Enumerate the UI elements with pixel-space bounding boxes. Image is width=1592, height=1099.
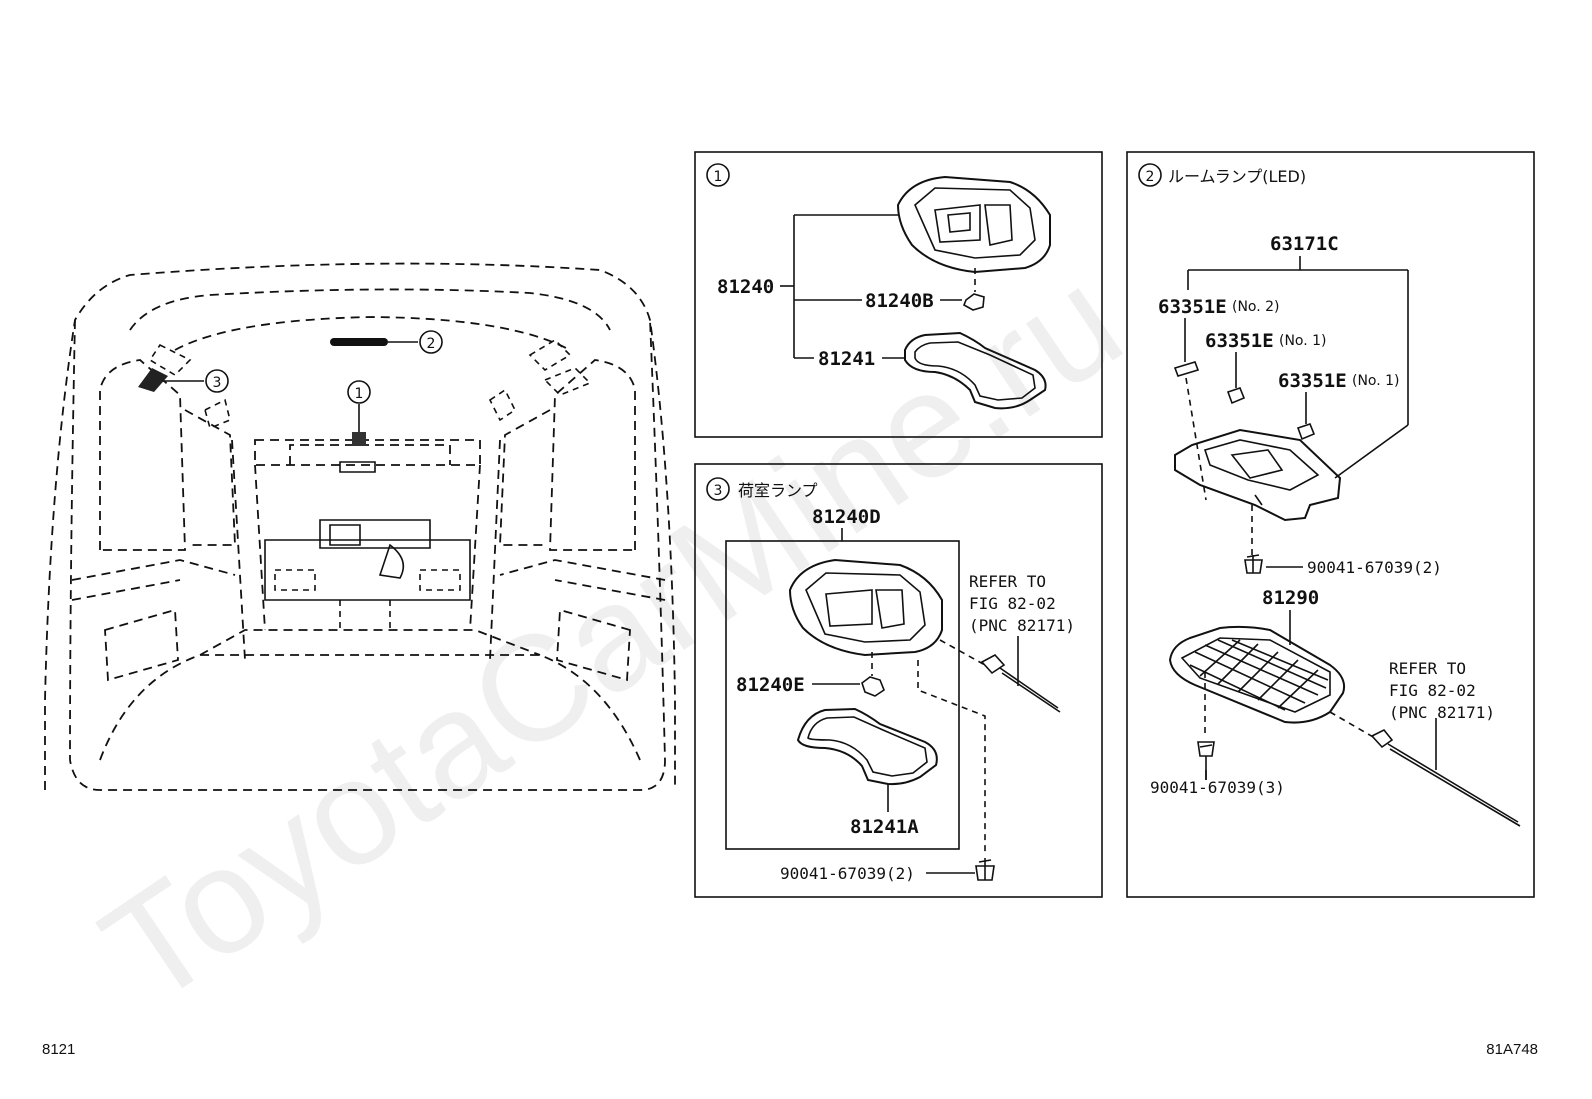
part-63351E-no1a-note: (No. 1) bbox=[1279, 333, 1327, 349]
part-90041-67039-3: 90041-67039(3) bbox=[1150, 778, 1285, 797]
panel-2: 2 ルームランプ(LED) 63171C 63351E (No. 2) 6335… bbox=[1126, 151, 1535, 898]
lens-81241 bbox=[904, 331, 1047, 410]
pad-63351E-no1a bbox=[1226, 387, 1246, 405]
callout-2-circle bbox=[419, 330, 443, 354]
lens-81241A bbox=[796, 707, 938, 786]
callout-2-label: 2 bbox=[427, 336, 436, 352]
callout-1-label: 1 bbox=[355, 386, 364, 402]
panel-2-index: 2 bbox=[1146, 169, 1155, 185]
overview-room-lamp: 2 bbox=[330, 330, 443, 354]
wire-connector-panel3 bbox=[939, 636, 1061, 713]
pad-63351E-no2 bbox=[1173, 361, 1200, 377]
part-63171C: 63171C bbox=[1270, 233, 1339, 255]
panel-2-title: ルームランプ(LED) bbox=[1168, 167, 1306, 186]
luggage-lamp-assy-box bbox=[725, 540, 960, 850]
bulb-81240E bbox=[861, 676, 885, 697]
part-63351E-no1b-note: (No. 1) bbox=[1352, 373, 1400, 389]
callout-1-circle bbox=[347, 380, 371, 404]
bulb-81240B bbox=[962, 293, 985, 311]
part-81240E: 81240E bbox=[736, 674, 805, 696]
vehicle-overview bbox=[44, 262, 676, 791]
part-63351E-no2-note: (No. 2) bbox=[1232, 299, 1280, 315]
watermark: ToyotaCarMine.ru bbox=[74, 235, 1149, 1036]
part-90041-67039-2-p3: 90041-67039(2) bbox=[780, 864, 915, 883]
room-lamp-base-63171C bbox=[1174, 428, 1342, 522]
luggage-lamp-housing bbox=[788, 558, 943, 657]
panel-3-index-circle bbox=[706, 477, 730, 501]
panel-3: 3 荷室ランプ 81240D 81240E 81241A bbox=[694, 463, 1103, 898]
panel-2-index-circle bbox=[1138, 163, 1162, 187]
refer-line-1-p2: REFER TO bbox=[1389, 659, 1466, 678]
callout-3-label: 3 bbox=[213, 375, 222, 391]
part-81241A: 81241A bbox=[850, 816, 919, 838]
page-code-right: 81A748 bbox=[1486, 1041, 1538, 1058]
panel-1: 1 81240 81240B 81241 bbox=[694, 151, 1103, 438]
room-lamp-lens-81290 bbox=[1168, 625, 1346, 724]
part-81290: 81290 bbox=[1262, 587, 1319, 609]
part-90041-67039-2-p2: 90041-67039(2) bbox=[1307, 558, 1442, 577]
pad-63351E-no1b bbox=[1296, 423, 1316, 441]
refer-line-3-p2: (PNC 82171) bbox=[1389, 703, 1495, 722]
wire-connector-panel2 bbox=[1329, 711, 1521, 827]
part-63351E-no1a: 63351E bbox=[1205, 330, 1274, 352]
page-code-left: 8121 bbox=[42, 1041, 75, 1058]
map-lamp-housing-81240 bbox=[896, 175, 1051, 274]
panel-3-title: 荷室ランプ bbox=[738, 481, 818, 500]
overview-luggage-lamp: 3 bbox=[138, 368, 229, 393]
part-81240B: 81240B bbox=[865, 290, 934, 312]
refer-line-2-p3: FIG 82-02 bbox=[969, 594, 1056, 613]
screw-90041-67039-2-p2 bbox=[1244, 554, 1263, 574]
part-63351E-no1b: 63351E bbox=[1278, 370, 1347, 392]
part-81240D: 81240D bbox=[812, 506, 881, 528]
panel-1-index: 1 bbox=[714, 169, 723, 185]
overview-map-lamp: 1 bbox=[347, 380, 371, 446]
part-81241: 81241 bbox=[818, 348, 875, 370]
refer-line-1-p3: REFER TO bbox=[969, 572, 1046, 591]
part-81240: 81240 bbox=[717, 276, 774, 298]
panel-3-index: 3 bbox=[714, 483, 723, 499]
screw-90041-67039-panel3 bbox=[975, 858, 995, 881]
panel-1-index-circle bbox=[706, 163, 730, 187]
part-63351E-no2: 63351E bbox=[1158, 296, 1227, 318]
refer-line-3-p3: (PNC 82171) bbox=[969, 616, 1075, 635]
refer-line-2-p2: FIG 82-02 bbox=[1389, 681, 1476, 700]
callout-3-circle bbox=[205, 369, 229, 393]
